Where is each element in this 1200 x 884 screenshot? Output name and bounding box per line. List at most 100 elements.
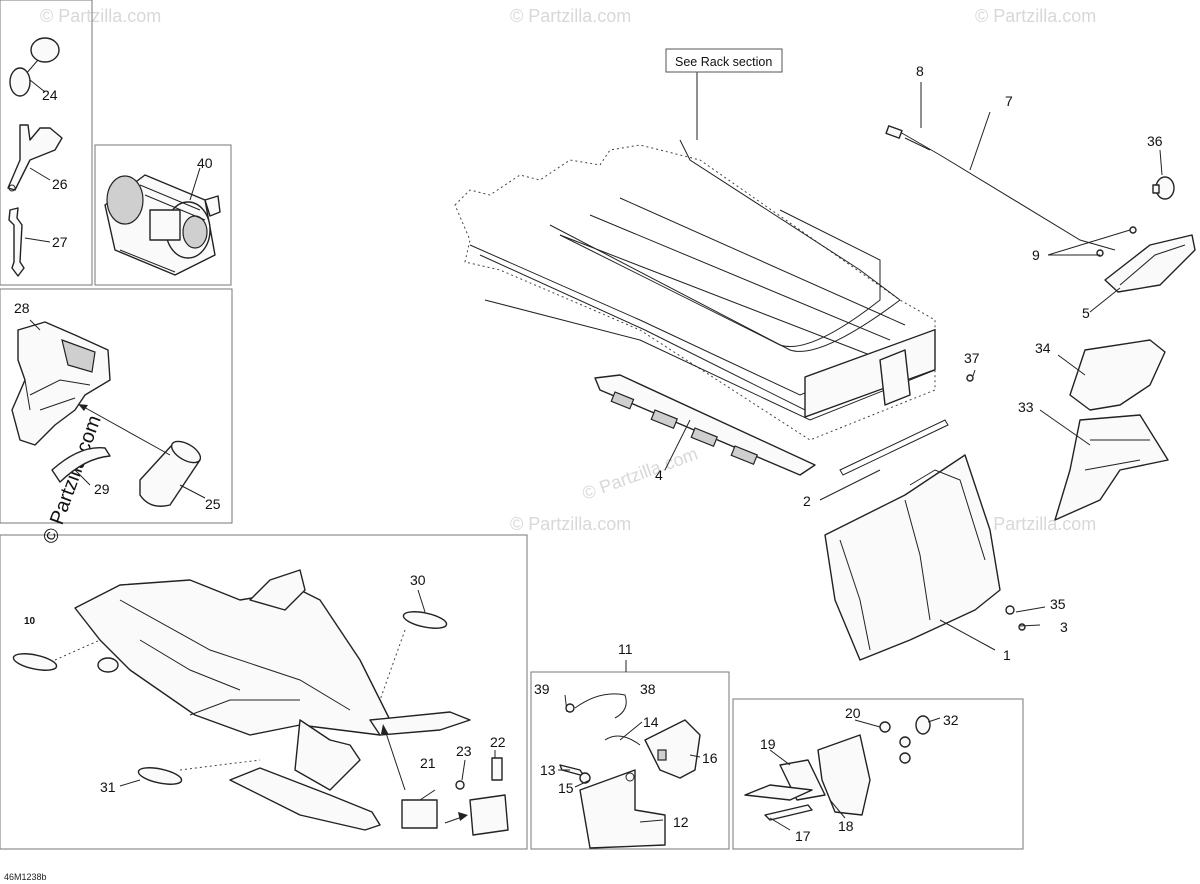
decal-leader — [54, 639, 101, 661]
label-14: 14 — [643, 714, 659, 730]
label-32: 32 — [943, 712, 959, 728]
rack-section-box — [665, 48, 783, 73]
label-31: 31 — [100, 779, 116, 795]
watermark: © Partzilla.com — [975, 514, 1096, 534]
label-15: 15 — [558, 780, 574, 796]
leader-lines — [24, 79, 1163, 831]
label-26: 26 — [52, 176, 68, 192]
screw-part — [455, 780, 465, 790]
light-cover-frame — [0, 288, 233, 524]
reflector-holder-part — [469, 794, 509, 836]
arrow-head — [78, 404, 88, 411]
label-10: 10 — [24, 616, 36, 627]
label-7: 7 — [1005, 93, 1013, 109]
label-1: 1 — [1003, 647, 1011, 663]
tail-light-part — [1104, 234, 1196, 293]
assembly-arrow — [384, 729, 406, 791]
decal-leader — [179, 759, 261, 771]
label-25: 25 — [205, 496, 221, 512]
label-33: 33 — [1018, 399, 1034, 415]
nut-part — [899, 736, 911, 748]
decal-frame — [0, 534, 528, 850]
bolt-part — [744, 784, 813, 801]
watermark: © Partzilla.com — [510, 6, 631, 26]
label-24: 24 — [42, 87, 58, 103]
mud-flap-part — [824, 454, 1001, 661]
label-3: 3 — [1060, 619, 1068, 635]
hinge-block-part — [817, 734, 871, 816]
assembly-arrow — [81, 405, 171, 456]
label-19: 19 — [760, 736, 776, 752]
tools-frame — [0, 0, 93, 286]
label-8: 8 — [916, 63, 924, 79]
label-40: 40 — [197, 155, 213, 171]
label-35: 35 — [1050, 596, 1066, 612]
spring-part — [579, 772, 591, 784]
label-9: 9 — [1032, 247, 1040, 263]
bolt-part — [764, 804, 813, 821]
label-30: 30 — [410, 572, 426, 588]
label-28: 28 — [14, 300, 30, 316]
rivet-part — [1018, 623, 1026, 631]
watermark: © Partzilla.com — [510, 514, 631, 534]
label-39: 39 — [534, 681, 550, 697]
label-17: 17 — [795, 828, 811, 844]
label-23: 23 — [456, 743, 472, 759]
nut-part — [899, 752, 911, 764]
label-20: 20 — [845, 705, 861, 721]
label-29: 29 — [94, 481, 110, 497]
tail-light-housing-part — [1054, 339, 1169, 521]
label-22: 22 — [490, 734, 506, 750]
light-cover-part — [11, 321, 111, 446]
rivet-part — [491, 757, 503, 781]
rack-section-callout: See Rack section — [675, 55, 772, 69]
label-34: 34 — [1035, 340, 1051, 356]
hinge-frame — [732, 698, 1024, 850]
side-rail-part — [594, 374, 816, 476]
decal-part — [402, 611, 448, 629]
label-37: 37 — [964, 350, 980, 366]
label-13: 13 — [540, 762, 556, 778]
decal-part — [12, 653, 58, 671]
label-36: 36 — [1147, 133, 1163, 149]
drawing-id: 46M1238b — [4, 872, 47, 882]
screw-part — [966, 374, 974, 382]
watermark: © Partzilla.com — [40, 6, 161, 26]
winch-frame — [94, 144, 232, 286]
snowmobile-part — [74, 569, 471, 831]
label-16: 16 — [702, 750, 718, 766]
label-12: 12 — [673, 814, 689, 830]
spacer-part — [915, 715, 931, 735]
label-5: 5 — [1082, 305, 1090, 321]
arrow-head — [381, 724, 389, 735]
label-38: 38 — [640, 681, 656, 697]
decal-part — [137, 767, 183, 785]
arrow-head — [458, 812, 468, 821]
label-11: 11 — [618, 641, 633, 657]
label-2: 2 — [803, 493, 811, 509]
rivet-part — [1005, 605, 1015, 615]
watermark-vertical: © Partzilla.com — [39, 413, 106, 547]
label-4: 4 — [655, 467, 663, 483]
part-number-labels: 1 2 3 4 5 7 8 9 10 11 12 13 14 15 16 17 … — [14, 63, 1163, 844]
hitch-pin-part — [564, 693, 627, 719]
label-18: 18 — [838, 818, 854, 834]
label-27: 27 — [52, 234, 68, 250]
reflector-part — [401, 799, 438, 829]
suction-cup-part — [9, 37, 60, 97]
watermark: © Partzilla.com — [580, 443, 701, 503]
sealant-tube-part — [139, 440, 202, 507]
hitch-frame — [530, 671, 730, 850]
cargo-tray-part — [454, 139, 936, 441]
hitch-bracket-part — [644, 719, 701, 779]
wiring-harness-part — [885, 125, 1116, 251]
nut-part — [879, 721, 891, 733]
cotter-pin-part — [604, 735, 641, 746]
label-21: 21 — [420, 755, 436, 771]
nut-part — [1129, 226, 1137, 234]
hitch-plate-part — [579, 769, 666, 849]
open-end-wrench-part — [8, 207, 25, 277]
winch-part — [104, 174, 221, 276]
lens-gasket-part — [51, 446, 111, 483]
